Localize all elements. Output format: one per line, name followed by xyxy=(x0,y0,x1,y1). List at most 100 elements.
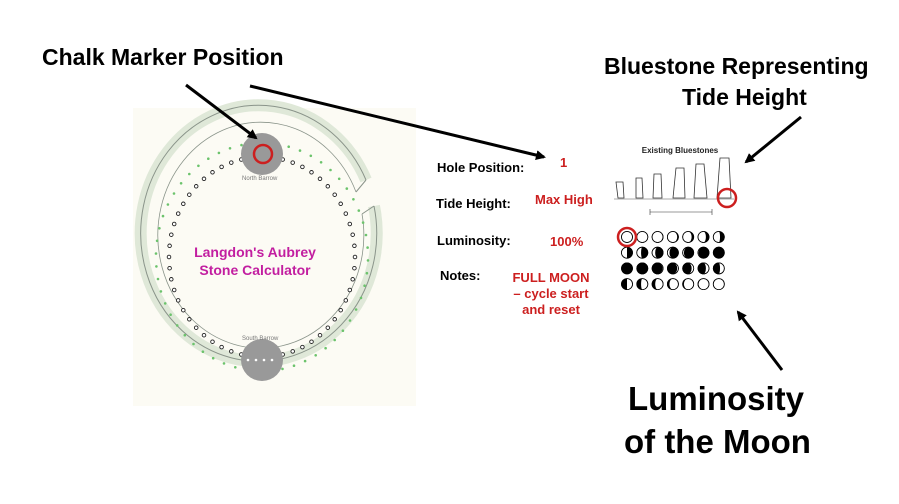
aubrey-hole xyxy=(347,221,353,227)
aubrey-hole xyxy=(201,176,207,182)
south-barrow-mound xyxy=(241,339,283,381)
moon-phase xyxy=(712,246,725,259)
moon-phase xyxy=(621,246,633,259)
green-marker xyxy=(319,161,323,164)
green-marker xyxy=(217,151,221,155)
notes-line2: – cycle start xyxy=(513,286,589,301)
aubrey-hole xyxy=(332,317,337,322)
tide-height-label: Tide Height: xyxy=(436,196,511,211)
aubrey-hole xyxy=(171,221,177,227)
green-marker xyxy=(359,296,363,300)
moon-phase xyxy=(667,231,679,243)
hole-position-value: 1 xyxy=(560,155,568,170)
aubrey-hole xyxy=(300,344,305,350)
aubrey-hole xyxy=(187,192,192,197)
green-marker xyxy=(303,359,307,363)
bluestone-4 xyxy=(672,167,686,199)
aubrey-hole xyxy=(290,349,295,354)
moon-phase xyxy=(697,278,710,291)
green-marker xyxy=(361,221,365,224)
green-marker xyxy=(366,259,370,262)
moon-phase xyxy=(667,262,679,275)
green-marker xyxy=(163,302,167,305)
bluestone-2 xyxy=(635,177,644,199)
green-marker xyxy=(155,265,158,268)
moon-phase xyxy=(636,262,649,275)
bluestone-title: Existing Bluestones xyxy=(641,146,719,155)
green-marker xyxy=(287,145,291,148)
green-marker xyxy=(159,290,163,293)
bluestone-chart xyxy=(614,157,734,215)
arrow-bluestone xyxy=(744,115,802,164)
bluestone-1 xyxy=(615,181,625,199)
moon-phase xyxy=(621,231,633,243)
notes-value: FULL MOON – cycle start and reset xyxy=(496,270,606,318)
aubrey-hole xyxy=(352,265,357,271)
aubrey-hole xyxy=(352,254,358,260)
tide-height-circle xyxy=(716,187,738,209)
moon-phase xyxy=(667,278,679,291)
green-marker xyxy=(365,271,369,275)
green-marker xyxy=(222,362,226,365)
moon-phase-grid xyxy=(621,231,725,291)
aubrey-hole xyxy=(309,339,314,344)
aubrey-hole xyxy=(317,176,323,182)
aubrey-hole xyxy=(187,317,192,322)
aubrey-hole xyxy=(210,339,215,344)
moon-phase xyxy=(651,278,664,291)
bluestone-heading-line1: Bluestone Representing xyxy=(604,53,869,79)
moon-phase xyxy=(636,231,649,243)
luminosity-value: 100% xyxy=(550,234,584,249)
green-marker xyxy=(281,367,284,371)
aubrey-hole xyxy=(290,160,295,165)
green-marker xyxy=(188,172,191,176)
south-barrow-dots xyxy=(246,358,274,362)
moon-phase xyxy=(697,246,710,259)
notes-line1: FULL MOON xyxy=(512,270,590,285)
chalk-marker-heading: Chalk Marker Position xyxy=(42,44,284,70)
hole-position-label: Hole Position: xyxy=(437,160,525,175)
aubrey-hole xyxy=(347,287,353,293)
moon-phase xyxy=(697,262,710,275)
aubrey-hole xyxy=(167,243,172,249)
green-marker xyxy=(201,350,205,354)
aubrey-hole xyxy=(171,287,177,293)
moon-phase xyxy=(697,231,710,243)
moon-phase xyxy=(712,278,725,291)
calculator-title-line2: Stone Calculator xyxy=(199,262,311,278)
north-barrow-mound xyxy=(241,133,283,175)
green-marker xyxy=(228,147,232,150)
green-marker xyxy=(309,154,313,158)
moon-phase xyxy=(636,246,649,259)
green-marker xyxy=(324,346,327,350)
aubrey-hole xyxy=(343,298,349,303)
green-marker xyxy=(179,182,183,185)
moon-phase xyxy=(682,278,695,291)
aubrey-hole xyxy=(338,201,343,207)
moon-phase xyxy=(682,262,695,275)
aubrey-hole xyxy=(169,277,174,282)
aubrey-hole xyxy=(210,170,215,175)
green-marker xyxy=(207,157,210,160)
moon-phase xyxy=(621,262,633,275)
moon-phase xyxy=(682,246,695,259)
aubrey-hole xyxy=(352,243,357,249)
moon-phase xyxy=(621,278,633,291)
tide-height-value: Max High xyxy=(535,192,593,207)
moon-phase xyxy=(651,246,664,259)
arrow-chalk-marker xyxy=(185,83,258,140)
green-marker xyxy=(183,333,187,337)
green-marker xyxy=(357,209,361,212)
luminosity-label: Luminosity: xyxy=(437,233,511,248)
bluestone-5 xyxy=(693,163,708,199)
aubrey-hole xyxy=(350,277,355,282)
aubrey-hole xyxy=(175,298,181,303)
aubrey-hole xyxy=(325,325,331,330)
aubrey-hole xyxy=(181,307,186,313)
green-marker xyxy=(292,364,296,368)
chalk-marker-circle xyxy=(252,143,274,165)
calculator-title: Langdon's Aubrey Stone Calculator xyxy=(175,243,335,279)
moon-phase xyxy=(651,231,664,243)
moon-phase xyxy=(682,231,695,243)
